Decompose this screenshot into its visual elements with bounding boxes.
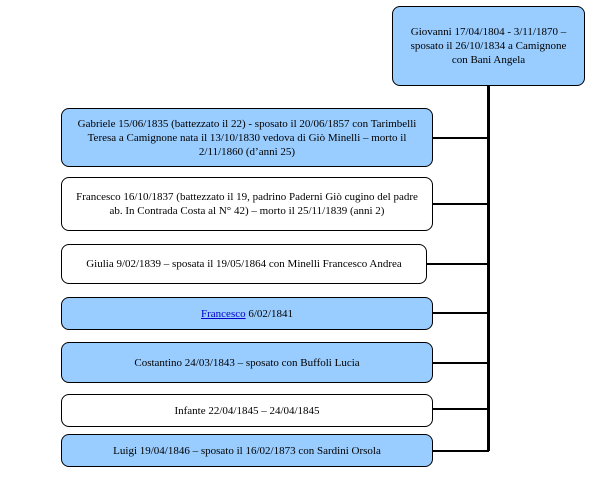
child-node-text: Francesco 6/02/1841	[201, 307, 293, 321]
branch-line-6	[432, 408, 489, 410]
child-node-text: Francesco 16/10/1837 (battezzato il 19, …	[76, 191, 418, 217]
branch-line-4	[432, 312, 489, 314]
root-node-giovanni: Giovanni 17/04/1804 - 3/11/1870 – sposat…	[392, 6, 585, 86]
branch-line-5	[432, 362, 489, 364]
child-node-francesco-1841: Francesco 6/02/1841	[61, 297, 433, 330]
trunk-line	[487, 86, 490, 451]
root-node-text: Giovanni 17/04/1804 - 3/11/1870 – sposat…	[410, 26, 567, 66]
child-node-text: Luigi 19/04/1846 – sposato il 16/02/1873…	[113, 444, 381, 457]
child-node-infante: Infante 22/04/1845 – 24/04/1845	[61, 394, 433, 427]
branch-line-2	[432, 203, 489, 205]
child-node-text: Costantino 24/03/1843 – sposato con Buff…	[134, 356, 360, 369]
branch-line-1	[432, 137, 489, 139]
child-node-date: 6/02/1841	[245, 307, 293, 320]
francesco-link[interactable]: Francesco	[201, 307, 246, 320]
child-node-luigi: Luigi 19/04/1846 – sposato il 16/02/1873…	[61, 434, 433, 467]
child-node-text: Giulia 9/02/1839 – sposata il 19/05/1864…	[86, 258, 402, 270]
child-node-giulia: Giulia 9/02/1839 – sposata il 19/05/1864…	[61, 244, 427, 284]
child-node-text: Gabriele 15/06/1835 (battezzato il 22) -…	[77, 117, 417, 158]
child-node-text: Infante 22/04/1845 – 24/04/1845	[174, 404, 320, 417]
branch-line-7	[432, 450, 489, 452]
child-node-francesco-1837: Francesco 16/10/1837 (battezzato il 19, …	[61, 177, 433, 231]
child-node-costantino: Costantino 24/03/1843 – sposato con Buff…	[61, 342, 433, 383]
child-node-gabriele: Gabriele 15/06/1835 (battezzato il 22) -…	[61, 108, 433, 167]
branch-line-3	[427, 263, 489, 265]
